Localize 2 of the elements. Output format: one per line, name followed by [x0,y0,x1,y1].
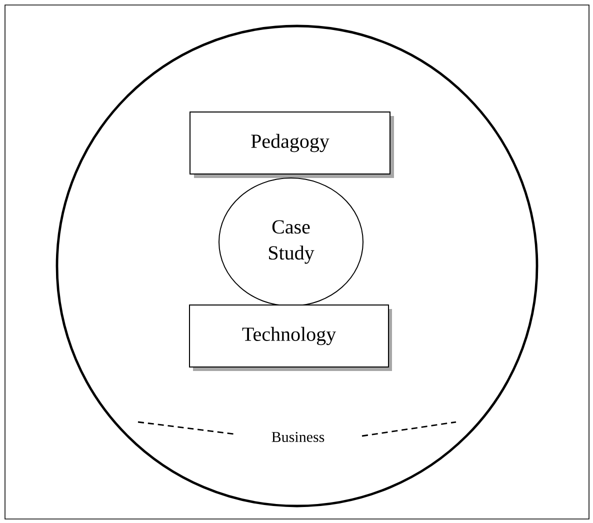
concept-box: Technology [189,304,392,371]
concept-box: Pedagogy [190,112,394,178]
